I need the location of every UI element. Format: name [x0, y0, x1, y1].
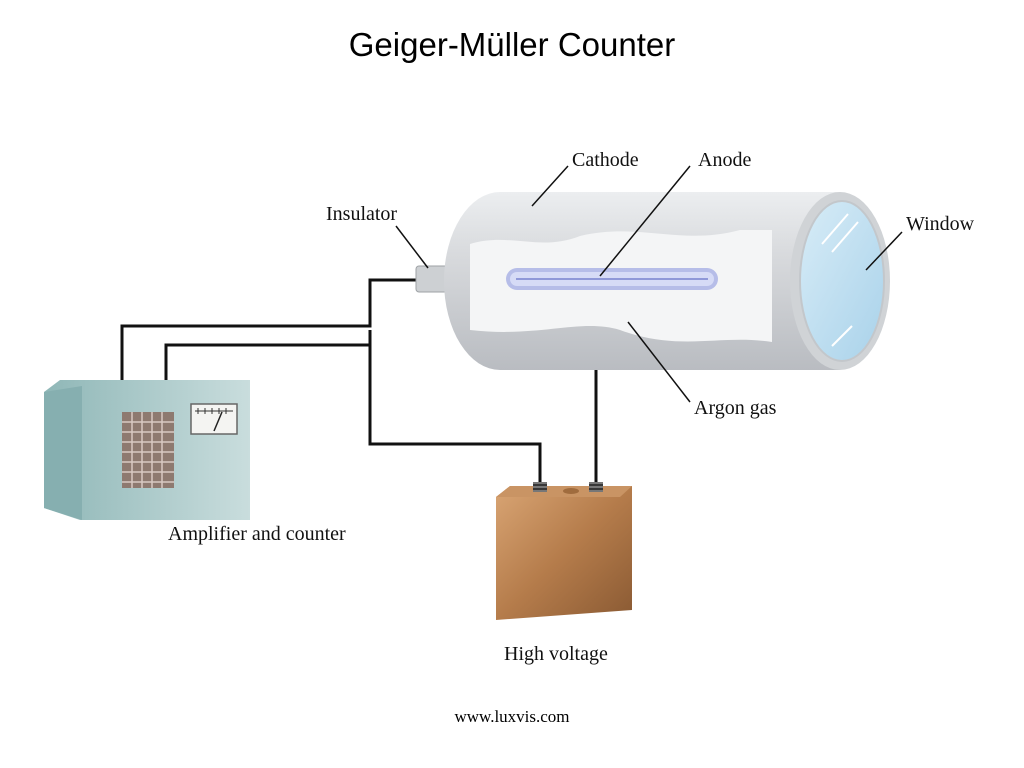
- high-voltage-battery: [496, 482, 632, 620]
- anode-leader: [599, 165, 691, 277]
- speaker-grille: [122, 412, 174, 488]
- wire-inner: [164, 343, 370, 383]
- argon-gas-label: Argon gas: [694, 397, 777, 419]
- wires: [120, 278, 598, 486]
- window: [790, 192, 890, 370]
- leader-lines: [395, 165, 903, 403]
- amplifier-label: Amplifier and counter: [168, 523, 346, 545]
- geiger-tube: [415, 192, 890, 370]
- high-voltage-label: High voltage: [504, 643, 608, 665]
- wire-to-battery: [368, 330, 542, 486]
- battery-terminal-left: [533, 482, 547, 492]
- insulator-leader: [395, 225, 429, 269]
- amplifier-counter-box: [44, 380, 250, 520]
- cathode-label: Cathode: [572, 149, 639, 171]
- argon-leader: [627, 321, 691, 403]
- page-title: Geiger-Müller Counter: [348, 26, 676, 63]
- cathode-leader: [531, 165, 569, 207]
- anode-label: Anode: [698, 149, 751, 171]
- window-leader: [865, 231, 903, 271]
- window-label: Window: [906, 213, 975, 235]
- insulator-label: Insulator: [326, 203, 397, 225]
- battery-terminal-right: [589, 482, 603, 492]
- wire-outer: [120, 278, 420, 387]
- footer-url: www.luxvis.com: [454, 707, 570, 726]
- meter-dial: [190, 403, 238, 435]
- anode-wire: [506, 268, 718, 290]
